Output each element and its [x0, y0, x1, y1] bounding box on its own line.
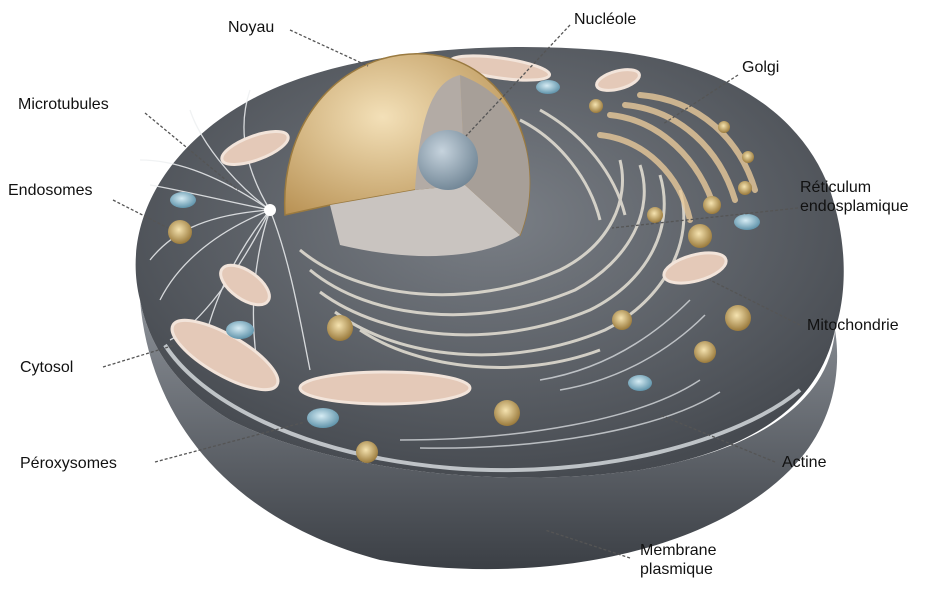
label-actine: Actine — [782, 453, 826, 472]
label-nucleole: Nucléole — [574, 10, 636, 29]
leader-noyau — [290, 30, 368, 66]
centrosome — [264, 204, 276, 216]
label-membrane: Membrane plasmique — [640, 541, 716, 579]
label-golgi: Golgi — [742, 58, 779, 77]
label-peroxysomes: Péroxysomes — [20, 454, 117, 473]
label-reticulum-line1: Réticulum — [800, 178, 909, 197]
label-reticulum: Réticulum endosplamique — [800, 178, 909, 216]
label-reticulum-line2: endosplamique — [800, 197, 909, 216]
label-microtubules: Microtubules — [18, 95, 109, 114]
label-membrane-line2: plasmique — [640, 560, 716, 579]
label-cytosol: Cytosol — [20, 358, 73, 377]
label-endosomes: Endosomes — [8, 181, 93, 200]
nucleolus — [418, 130, 478, 190]
label-mitochondrie: Mitochondrie — [807, 316, 899, 335]
label-noyau: Noyau — [228, 18, 274, 37]
label-membrane-line1: Membrane — [640, 541, 716, 560]
